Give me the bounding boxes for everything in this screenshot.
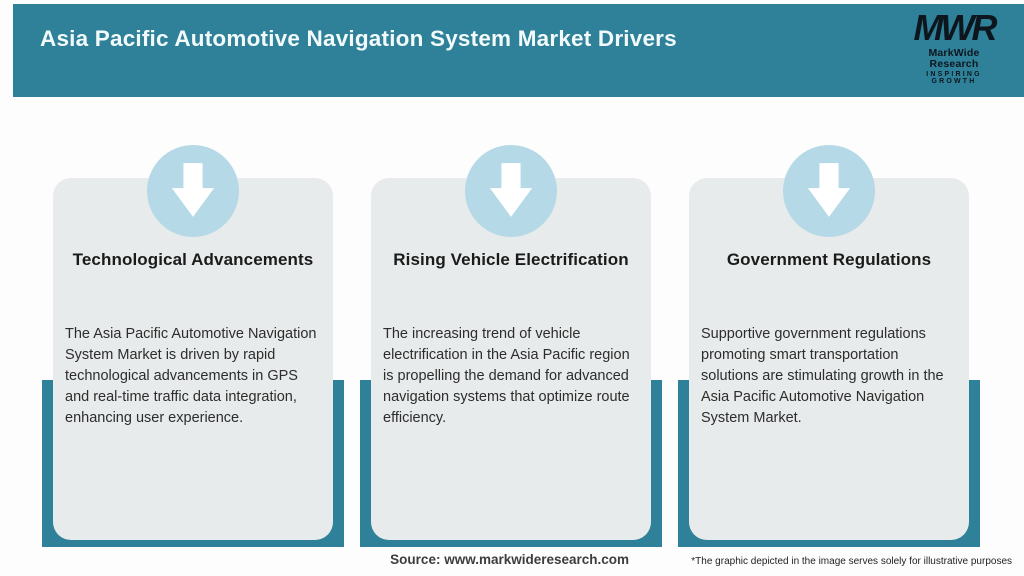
- disclaimer-text: *The graphic depicted in the image serve…: [691, 556, 1012, 567]
- driver-column-rising-vehicle-electrification: Rising Vehicle Electrification The incre…: [360, 145, 662, 547]
- card-title: Rising Vehicle Electrification: [393, 250, 629, 269]
- down-arrow-icon: [465, 145, 557, 237]
- down-arrow-icon: [147, 145, 239, 237]
- driver-column-technological-advancements: Technological Advancements The Asia Paci…: [42, 145, 344, 547]
- source-text: Source: www.markwideresearch.com: [390, 552, 630, 567]
- card-title: Government Regulations: [726, 250, 932, 269]
- header-band: Asia Pacific Automotive Navigation Syste…: [13, 4, 1024, 97]
- mwr-logo-tagline: Inspiring Growth: [926, 71, 982, 85]
- mwr-logo: MWR MarkWide Research Inspiring Growth: [904, 7, 1004, 86]
- driver-column-government-regulations: Government Regulations Supportive govern…: [678, 145, 980, 547]
- driver-card: Rising Vehicle Electrification The incre…: [371, 178, 651, 540]
- page-title: Asia Pacific Automotive Navigation Syste…: [40, 26, 677, 51]
- mwr-logo-name: MarkWide Research: [928, 47, 980, 70]
- card-description: The Asia Pacific Automotive Navigation S…: [65, 326, 317, 426]
- card-title: Technological Advancements: [72, 250, 314, 269]
- driver-card: Technological Advancements The Asia Paci…: [53, 178, 333, 540]
- mwr-logo-monogram: MWR: [913, 7, 998, 48]
- card-description: The increasing trend of vehicle electrif…: [383, 326, 630, 426]
- driver-card: Government Regulations Supportive govern…: [689, 178, 969, 540]
- down-arrow-icon: [783, 145, 875, 237]
- card-description: Supportive government regulations promot…: [701, 326, 944, 426]
